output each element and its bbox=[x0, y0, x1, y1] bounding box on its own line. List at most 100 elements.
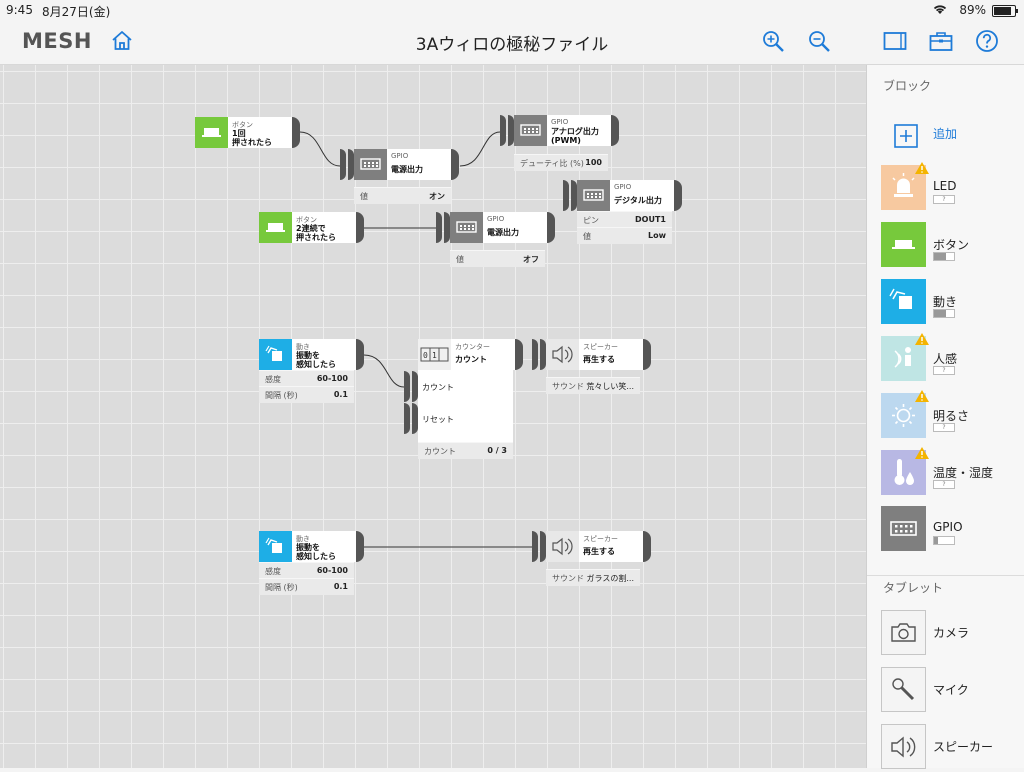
motion-icon bbox=[259, 531, 292, 562]
input-connector[interactable] bbox=[532, 531, 546, 562]
button-icon bbox=[881, 222, 926, 267]
block-param[interactable]: デューティ比 (%) 100 bbox=[514, 154, 608, 171]
sidebar-item-button[interactable]: ボタン bbox=[881, 222, 1021, 268]
block-type: ボタン bbox=[296, 216, 317, 224]
sidebar-item-microphone[interactable]: マイク bbox=[881, 667, 1021, 713]
sidebar-item-label: スピーカー bbox=[933, 740, 994, 754]
block-type: 動き bbox=[296, 343, 310, 351]
battery-indicator: ? bbox=[933, 423, 955, 432]
block-param[interactable]: カウント 0 / 3 bbox=[418, 442, 513, 459]
sidebar-item-label: LED bbox=[933, 179, 957, 193]
block-param[interactable]: 感度 60-100 bbox=[259, 562, 354, 579]
block-param[interactable]: 値 Low bbox=[577, 227, 672, 244]
layout-toggle-icon[interactable] bbox=[882, 28, 908, 54]
param-label: ピン bbox=[583, 216, 599, 225]
motion-icon bbox=[881, 279, 926, 324]
output-connector[interactable] bbox=[515, 339, 523, 370]
gpio-icon bbox=[881, 506, 926, 551]
sidebar-item-brightness[interactable]: 明るさ ? bbox=[881, 390, 1021, 439]
block-param[interactable]: 感度 60-100 bbox=[259, 370, 354, 387]
tablet-section-header: タブレット bbox=[883, 581, 944, 595]
program-canvas[interactable]: ボタン 1回 押されたら GPIO 電源出力 値 オン GPIO アナログ出力 … bbox=[0, 65, 866, 768]
sidebar-item-camera[interactable]: カメラ bbox=[881, 610, 1021, 656]
block-param[interactable]: 間隔 (秒) 0.1 bbox=[259, 386, 354, 403]
add-block-button[interactable]: 追加 bbox=[881, 115, 1021, 161]
sidebar-item-speaker[interactable]: スピーカー bbox=[881, 724, 1021, 770]
gpio-icon bbox=[450, 212, 483, 243]
output-connector[interactable] bbox=[674, 180, 682, 211]
sidebar-item-human-sensor[interactable]: 人感 ? bbox=[881, 333, 1021, 382]
status-bar: 9:45 8月27日(金) 89% bbox=[0, 0, 1024, 20]
help-icon[interactable] bbox=[974, 28, 1000, 54]
sidebar-item-label: 人感 bbox=[933, 352, 958, 366]
block-param[interactable]: ピン DOUT1 bbox=[577, 211, 672, 228]
sidebar-item-led[interactable]: LED ? bbox=[881, 162, 1021, 211]
param-value: オフ bbox=[523, 255, 539, 264]
block-action: 1回 押されたら bbox=[232, 129, 272, 147]
human-sensor-icon bbox=[881, 333, 929, 381]
battery-indicator bbox=[933, 252, 955, 261]
wire[interactable] bbox=[459, 131, 501, 167]
block-action: 再生する bbox=[583, 355, 615, 364]
input-connector[interactable] bbox=[340, 149, 354, 180]
block-param[interactable]: サウンド 荒々しい笑... bbox=[546, 377, 640, 394]
block-type: GPIO bbox=[551, 118, 569, 126]
block-type: スピーカー bbox=[583, 535, 618, 543]
output-connector[interactable] bbox=[547, 212, 555, 243]
param-label: 値 bbox=[456, 255, 464, 264]
block-action: 振動を 感知したら bbox=[296, 543, 336, 561]
warning-icon bbox=[915, 390, 929, 402]
gpio-icon bbox=[514, 115, 547, 146]
gpio-icon bbox=[577, 180, 610, 211]
output-connector[interactable] bbox=[643, 339, 651, 370]
block-action: カウント bbox=[455, 355, 487, 364]
battery-indicator: ? bbox=[933, 480, 955, 489]
counter-input-reset[interactable]: リセット bbox=[422, 415, 454, 424]
output-connector[interactable] bbox=[356, 212, 364, 243]
param-label: 間隔 (秒) bbox=[265, 583, 298, 592]
battery-indicator bbox=[933, 536, 955, 545]
sidebar-item-motion[interactable]: 動き bbox=[881, 279, 1021, 325]
block-param[interactable]: 値 オフ bbox=[450, 250, 545, 267]
param-value: 荒々しい笑... bbox=[586, 382, 634, 391]
output-connector[interactable] bbox=[356, 339, 364, 370]
block-param[interactable]: 値 オン bbox=[354, 187, 451, 204]
param-label: サウンド bbox=[552, 574, 584, 583]
sidebar-item-label: ボタン bbox=[933, 238, 970, 252]
sidebar-item-gpio[interactable]: GPIO bbox=[881, 506, 1021, 552]
warning-icon bbox=[915, 162, 929, 174]
block-type: GPIO bbox=[391, 152, 409, 160]
toolbox-icon[interactable] bbox=[928, 28, 954, 54]
warning-icon bbox=[915, 447, 929, 459]
sidebar-item-label: GPIO bbox=[933, 520, 963, 534]
zoom-in-icon[interactable] bbox=[760, 28, 786, 54]
block-param[interactable]: 間隔 (秒) 0.1 bbox=[259, 578, 354, 595]
block-action: アナログ出力 (PWM) bbox=[551, 127, 599, 145]
param-value: 60-100 bbox=[316, 566, 348, 575]
home-icon[interactable] bbox=[110, 29, 134, 53]
output-connector[interactable] bbox=[643, 531, 651, 562]
input-connector[interactable] bbox=[563, 180, 577, 211]
output-connector[interactable] bbox=[292, 117, 300, 148]
input-connector[interactable] bbox=[532, 339, 546, 370]
button-block-icon bbox=[259, 212, 292, 243]
param-value: 100 bbox=[585, 158, 602, 167]
battery-icon bbox=[992, 5, 1018, 17]
input-connector[interactable] bbox=[500, 115, 514, 146]
wire[interactable] bbox=[363, 354, 405, 388]
output-connector[interactable] bbox=[611, 115, 619, 146]
sidebar-item-temperature-humidity[interactable]: 温度・湿度 ? bbox=[881, 447, 1021, 496]
counter-input-count[interactable]: カウント bbox=[422, 383, 454, 392]
counter-count-connector[interactable] bbox=[404, 371, 418, 402]
input-connector[interactable] bbox=[436, 212, 450, 243]
param-label: 間隔 (秒) bbox=[265, 391, 298, 400]
wire[interactable] bbox=[299, 131, 341, 167]
counter-reset-connector[interactable] bbox=[404, 403, 418, 434]
output-connector[interactable] bbox=[356, 531, 364, 562]
param-value: 60-100 bbox=[316, 374, 348, 383]
block-sidebar: ブロック 追加 LED ? ボタン 動き bbox=[866, 65, 1024, 770]
block-param[interactable]: サウンド ガラスの割... bbox=[546, 569, 640, 586]
output-connector[interactable] bbox=[451, 149, 459, 180]
zoom-out-icon[interactable] bbox=[806, 28, 832, 54]
section-divider bbox=[867, 575, 1024, 576]
